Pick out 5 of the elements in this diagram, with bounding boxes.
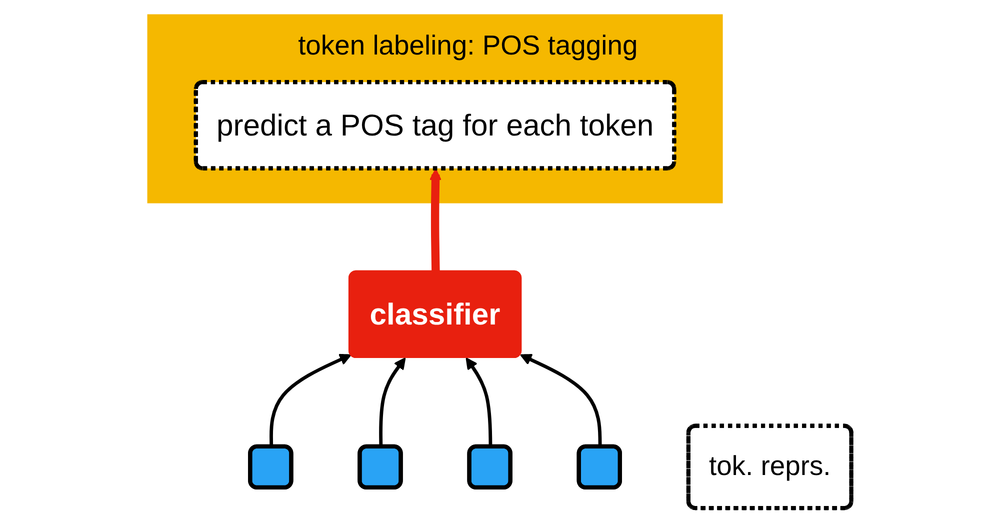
arrow bbox=[466, 358, 493, 448]
arrow bbox=[430, 168, 442, 272]
arrow bbox=[379, 358, 406, 448]
arrow bbox=[270, 354, 352, 448]
arrow bbox=[520, 354, 602, 448]
